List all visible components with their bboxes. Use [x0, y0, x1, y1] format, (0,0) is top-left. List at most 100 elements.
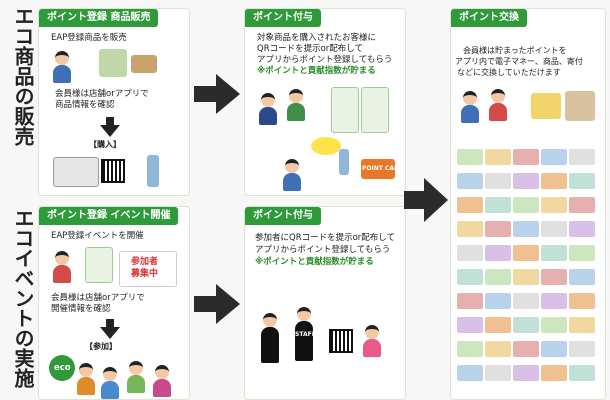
reward-item-tile [569, 341, 595, 357]
reward-item-tile [485, 221, 511, 237]
reward-item-tile [541, 197, 567, 213]
down-arrow-stem [106, 319, 114, 327]
text-line: 対象商品を購入されたお客様に [257, 33, 377, 43]
point-get-badge [311, 137, 341, 155]
app-screen-image [331, 87, 359, 133]
reward-item-tile [485, 197, 511, 213]
reward-item-tile [569, 293, 595, 309]
text-line: 会員様は貯まったポイントを [463, 46, 567, 55]
app-screen-image [361, 87, 389, 133]
reward-item-tile [457, 149, 483, 165]
reward-item-tile [513, 317, 539, 333]
eco-badge-label: eco [54, 363, 71, 373]
participation-label: 【参加】 [85, 342, 117, 351]
clerk-illustration [287, 89, 305, 121]
reward-item-tile [513, 269, 539, 285]
reward-item-tile [485, 317, 511, 333]
reward-item-tile [541, 245, 567, 261]
crowd-illustration [127, 361, 145, 393]
panel-eco-sale: ポイント登録 商品販売 EAP登録商品を販売 会員様は店舗orアプリで 商品情報… [38, 8, 190, 196]
recruiting-poster [119, 251, 177, 287]
note-text: ※ポイントと貢献指数が貯まる [257, 66, 376, 76]
point-card-label: POINT CARD [362, 165, 404, 172]
customer-illustration [259, 93, 277, 125]
text-line: 会員様は店舗orアプリで [55, 89, 149, 99]
panel-title: ポイント交換 [451, 9, 527, 27]
reward-item-tile [457, 293, 483, 309]
section-label-eco-sales: エコ商品の販売 [11, 6, 35, 146]
reward-item-tile [457, 173, 483, 189]
text-line: 参加者にQRコードを提示or配布して [255, 233, 396, 243]
reward-item-tile [569, 149, 595, 165]
panel-title: ポイント付与 [245, 207, 321, 225]
reward-item-tile [485, 365, 511, 381]
shopper-illustration [53, 51, 71, 83]
reward-item-tile [513, 221, 539, 237]
note-text: ※ポイントと貢献指数が貯まる [255, 257, 374, 267]
staff-illustration [261, 313, 279, 363]
staff-label: STAFF [295, 331, 316, 338]
reward-item-tile [485, 173, 511, 189]
panel-point-exchange: ポイント交換 会員様は貯まったポイントを アプリ内で電子マネー、商品、寄付 など… [450, 8, 606, 400]
down-arrow-icon [100, 125, 120, 137]
product-image [99, 49, 127, 77]
point-card-image [361, 159, 395, 179]
text-line: EAP登録イベントを開催 [51, 231, 144, 241]
reward-item-tile [541, 341, 567, 357]
panel-point-grant-top: ポイント付与 対象商品を購入されたお客様に QRコードを提示or配布して アプリ… [244, 8, 406, 196]
text-line: アプリからポイント登録してもらう [255, 245, 391, 255]
reward-item-tile [457, 269, 483, 285]
panel-point-grant-bottom: ポイント付与 参加者にQRコードを提示or配布して アプリからポイント登録しても… [244, 206, 406, 400]
member-illustration [489, 89, 507, 121]
panel-title: ポイント登録 商品販売 [39, 9, 159, 27]
reward-item-tile [541, 365, 567, 381]
reward-item-tile [457, 341, 483, 357]
down-arrow-icon [100, 327, 120, 339]
panel-title: ポイント登録 イベント開催 [39, 207, 179, 225]
reward-item-tile [485, 293, 511, 309]
reward-item-tile [541, 317, 567, 333]
reward-item-tile [513, 173, 539, 189]
participant-with-phone-illustration [363, 325, 381, 357]
reward-item-tile [457, 221, 483, 237]
reward-item-tile [569, 221, 595, 237]
right-arrow-icon [194, 74, 240, 114]
bottle-image [339, 149, 349, 175]
reward-item-tile [513, 365, 539, 381]
reward-item-tile [541, 173, 567, 189]
text-line: などに交換していただけます [457, 68, 561, 77]
member-illustration [461, 91, 479, 123]
reward-item-tile [569, 197, 595, 213]
reward-item-tile [513, 293, 539, 309]
right-arrow-icon [194, 284, 240, 324]
panel-title: ポイント付与 [245, 9, 321, 27]
food-image [131, 55, 157, 73]
text-line: アプリからポイント登録してもらう [257, 55, 393, 65]
crowd-illustration [153, 365, 171, 397]
reward-item-tile [569, 365, 595, 381]
down-arrow-stem [106, 117, 114, 125]
qr-code-icon [329, 329, 353, 353]
poster-text: 参加者 [131, 257, 159, 267]
reward-item-tile [569, 269, 595, 285]
event-app-image [85, 247, 113, 283]
participant-illustration [53, 251, 71, 283]
reward-catalogue-grid [457, 149, 599, 393]
crowd-illustration [101, 367, 119, 399]
reward-item-tile [485, 269, 511, 285]
qr-code-icon [101, 159, 125, 183]
reward-item-tile [513, 341, 539, 357]
poster-text: 募集中 [131, 269, 159, 279]
bento-image [53, 157, 99, 187]
reward-item-tile [541, 149, 567, 165]
reward-item-tile [513, 245, 539, 261]
gift-illustration [531, 93, 561, 119]
reward-item-tile [569, 173, 595, 189]
staff-illustration [295, 307, 313, 361]
reward-item-tile [485, 245, 511, 261]
reward-item-tile [513, 149, 539, 165]
text-line: QRコードを提示or配布して [257, 44, 364, 54]
reward-item-tile [457, 365, 483, 381]
reward-item-tile [457, 245, 483, 261]
reward-item-tile [569, 245, 595, 261]
